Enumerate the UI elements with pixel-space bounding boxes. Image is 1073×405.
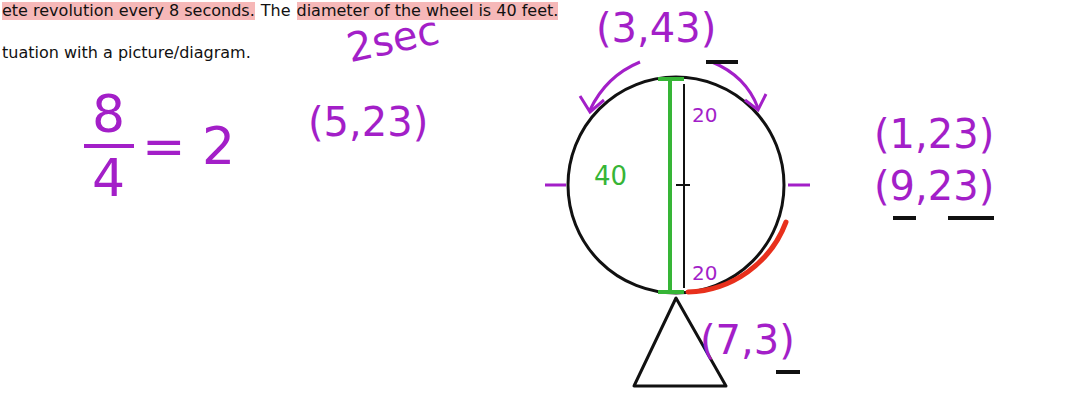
fraction-denominator: 4 bbox=[92, 150, 125, 207]
point-coordinate: (5,23) bbox=[308, 100, 428, 144]
underline bbox=[893, 216, 916, 220]
fraction-bar bbox=[84, 144, 134, 148]
fraction-result: = 2 bbox=[142, 118, 235, 175]
radius-value: 20 bbox=[692, 262, 717, 284]
diameter-end bbox=[658, 290, 684, 294]
radius-bracket bbox=[676, 184, 690, 186]
rotation-arrow bbox=[590, 62, 640, 110]
diameter-value: 40 bbox=[594, 162, 627, 191]
diameter-line bbox=[668, 79, 672, 292]
point-coordinate: (1,23) bbox=[874, 112, 994, 156]
point-coordinate: (9,23) bbox=[874, 164, 994, 208]
tick-mark bbox=[545, 184, 566, 187]
arrow-head bbox=[580, 96, 604, 112]
fraction-numerator: 8 bbox=[92, 86, 125, 143]
radius-value: 20 bbox=[692, 104, 717, 126]
underline bbox=[776, 370, 800, 374]
arrow-head bbox=[745, 94, 766, 110]
diameter-end bbox=[658, 77, 684, 81]
travel-arc bbox=[688, 222, 786, 292]
tick-mark bbox=[788, 184, 810, 187]
point-coordinate: (3,43) bbox=[596, 6, 716, 50]
underline bbox=[706, 60, 738, 64]
rotation-arrow bbox=[712, 62, 758, 108]
problem-text: tuation with a picture/diagram. bbox=[2, 44, 251, 62]
problem-text: ete revolution every 8 seconds. bbox=[2, 2, 255, 20]
problem-text: The bbox=[261, 2, 291, 20]
wheel-circle bbox=[568, 77, 784, 293]
underline bbox=[948, 216, 994, 220]
point-coordinate: (7,3) bbox=[700, 318, 795, 362]
